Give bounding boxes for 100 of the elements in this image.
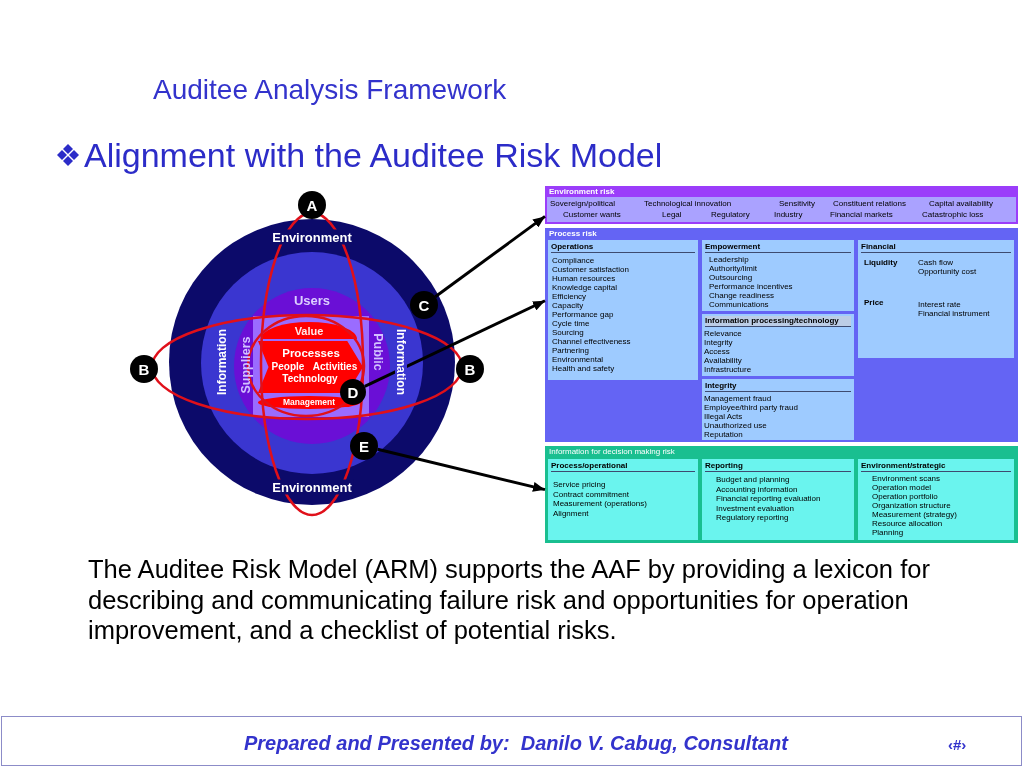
arrow	[377, 447, 546, 492]
risk-item: Legal	[662, 210, 682, 220]
risk-item: Knowledge capital	[552, 283, 617, 292]
risk-item: Price	[864, 298, 884, 307]
category-heading: Integrity	[705, 381, 851, 392]
risk-item: Liquidity	[864, 258, 898, 267]
ring-label: Suppliers	[239, 336, 253, 394]
category-box	[858, 240, 1014, 358]
category-box	[702, 379, 854, 440]
risk-item: Regulatory	[711, 210, 750, 220]
risk-item: Capacity	[552, 301, 584, 310]
shape-label: Processes	[282, 348, 340, 360]
risk-item: Environmental	[552, 355, 604, 364]
shape-label: Value	[294, 325, 324, 337]
risk-item: Sovereign/political	[550, 199, 615, 209]
risk-item: Environment scans	[872, 474, 941, 483]
risk-panel	[545, 228, 1018, 442]
risk-item: Operation model	[872, 483, 932, 492]
dome-shape	[261, 322, 357, 339]
risk-item: Measurement (operations)	[553, 499, 647, 508]
category-box	[548, 459, 698, 540]
category-heading: Reporting	[705, 461, 851, 472]
callout-letter: A	[298, 191, 326, 219]
risk-item: Investment evaluation	[716, 503, 794, 513]
risk-item: Management fraud	[704, 394, 772, 403]
risk-item: Illegal Acts	[704, 412, 743, 421]
footer-text: Prepared and Presented by: Danilo V. Cabug, Consultant	[244, 732, 788, 755]
risk-item: Leadership	[709, 255, 749, 264]
risk-item: Employee/third party fraud	[704, 403, 798, 412]
shape-label: People	[271, 362, 305, 372]
risk-item: Sourcing	[552, 328, 584, 337]
category-heading: Financial	[861, 242, 1011, 253]
risk-item: Service pricing	[553, 480, 606, 489]
callout-letter: C	[410, 291, 438, 319]
arrow	[434, 215, 546, 298]
category-box	[858, 459, 1014, 540]
inner-panel	[547, 197, 1016, 222]
risk-item: Sensitivity	[779, 199, 815, 209]
risk-item: Performance incentives	[709, 282, 793, 291]
ring-label: Public	[371, 333, 385, 371]
category-heading: Operations	[551, 242, 695, 253]
risk-item: Organization structure	[872, 501, 951, 510]
risk-item: Contract commitment	[553, 489, 630, 499]
risk-item: Accounting information	[716, 484, 798, 494]
risk-item: Change readiness	[709, 291, 774, 300]
risk-item: Budget and planning	[716, 475, 790, 484]
risk-item: Customer satisfaction	[552, 265, 629, 274]
risk-item: Technological innovation	[644, 199, 732, 209]
risk-item: Alignment	[553, 508, 589, 518]
shape-label: Activities	[312, 362, 358, 372]
risk-panel	[545, 446, 1018, 543]
caption-text: The Auditee Risk Model (ARM) supports the AAF by providing a lexicon for describing and communicating failure risk and opportunities for operation improvement, and a checklist of potential risks.	[88, 554, 931, 646]
shape-label: Technology	[282, 374, 338, 384]
subheading: Alignment with the Auditee Risk Model	[84, 135, 663, 175]
risk-item: Financial markets	[830, 210, 893, 220]
risk-item: Health and safety	[552, 364, 615, 373]
risk-item: Access	[704, 347, 730, 356]
callout-letter: B	[456, 355, 484, 383]
risk-item: Efficiency	[552, 292, 587, 301]
risk-item: Relevance	[704, 329, 742, 338]
ring-label: Environment	[270, 229, 354, 245]
ring-label: Information	[395, 328, 407, 396]
risk-item: Reputation	[704, 430, 743, 439]
category-heading: Process/operational	[551, 461, 695, 472]
risk-item: Catastrophic loss	[922, 210, 984, 220]
callout-letter: B	[130, 355, 158, 383]
category-box	[548, 240, 698, 380]
risk-item: Integrity	[704, 338, 733, 347]
risk-item: Authority/limit	[709, 264, 757, 273]
risk-item: Operation portfolio	[872, 492, 938, 501]
risk-item: Infrastructure	[704, 365, 752, 374]
risk-item: Channel effectiveness	[552, 337, 631, 346]
risk-item: Cash flow	[918, 258, 954, 267]
risk-item: Partnering	[552, 346, 589, 355]
risk-item: Planning	[872, 528, 904, 537]
panel-heading: Process risk	[549, 229, 597, 239]
risk-item: Compliance	[552, 256, 595, 265]
category-heading: Empowerment	[705, 242, 851, 253]
risk-item: Outsourcing	[709, 273, 753, 282]
category-heading: Environment/strategic	[861, 461, 1011, 472]
risk-item: Performance gap	[552, 310, 614, 319]
slide-title: Auditee Analysis Framework	[153, 73, 507, 107]
panel-heading: Environment risk	[549, 187, 615, 197]
risk-item: Interest rate	[918, 300, 961, 309]
category-heading: Information processing/technology	[705, 316, 851, 327]
risk-item: Unauthorized use	[704, 421, 767, 430]
risk-panel	[545, 186, 1018, 224]
ring-label: Users	[293, 293, 331, 307]
category-box	[702, 314, 854, 376]
risk-item: Measurement (strategy)	[872, 510, 957, 519]
risk-item: Regulatory reporting	[716, 513, 789, 522]
risk-item: Cycle time	[552, 319, 590, 328]
page-number: ‹#›	[948, 736, 967, 754]
risk-item: Human resources	[552, 274, 616, 283]
ring-label: Environment	[270, 479, 354, 495]
risk-item: Communications	[709, 300, 769, 309]
callout-letter: D	[340, 379, 366, 405]
panel-heading: Information for decision making risk	[549, 447, 675, 457]
category-box	[702, 459, 854, 540]
arrow	[364, 299, 546, 388]
